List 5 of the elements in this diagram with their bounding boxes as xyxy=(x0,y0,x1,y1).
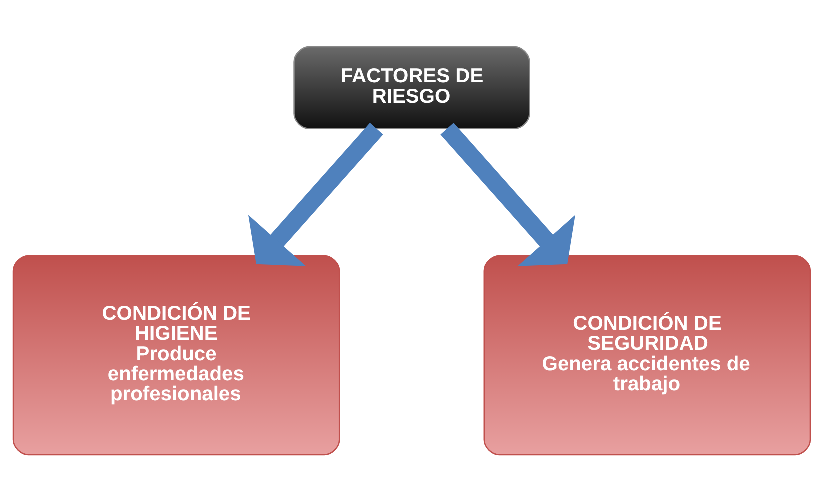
node-box: CONDICIÓN DE HIGIENE Produce enfermedades profesionales xyxy=(12,255,340,456)
node-box: CONDICIÓN DE SEGURIDAD Genera accidentes de trabajo xyxy=(484,255,812,456)
node-box: FACTORES DE RIESGO xyxy=(294,46,530,130)
arrow xyxy=(440,123,576,266)
arrow xyxy=(248,123,384,266)
